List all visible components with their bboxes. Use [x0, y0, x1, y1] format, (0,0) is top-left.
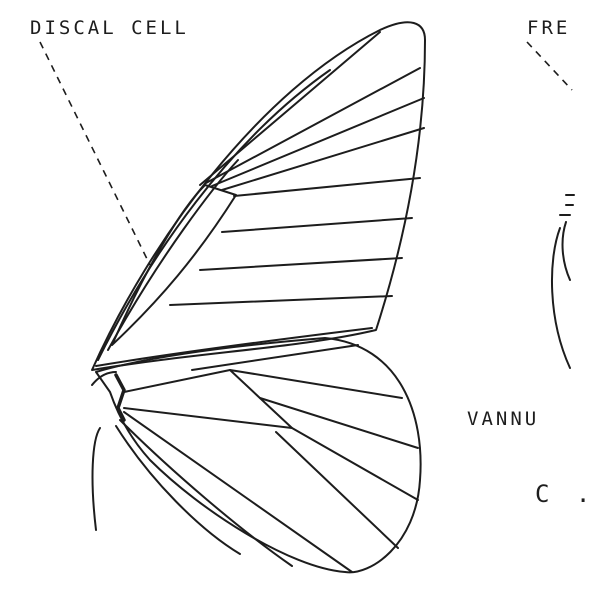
hindwing-vein-6 — [124, 412, 352, 572]
medial-vein-2 — [222, 218, 412, 232]
radial-vein-2 — [206, 68, 420, 183]
inner-margin-fold — [93, 428, 100, 530]
hindwing-vein-8 — [116, 426, 240, 554]
discal-cell-outline — [112, 185, 236, 345]
discal-cell-label: DISCAL CELL — [30, 17, 189, 39]
medial-vein-1 — [234, 178, 420, 196]
discal-cell-leader-line — [40, 42, 150, 265]
cubital-vein-2 — [170, 296, 392, 305]
costal-vein — [98, 70, 330, 360]
frenulum-label-partial: FRE — [527, 17, 570, 39]
radial-vein-1 — [200, 32, 380, 185]
cubital-vein-1 — [200, 258, 402, 270]
forewing-outline — [92, 22, 425, 370]
hindwing-outline — [96, 338, 421, 572]
partial-wing-right — [552, 195, 574, 368]
partial-wing-vein — [563, 222, 570, 280]
vannus-label-partial: VANNU — [467, 408, 539, 430]
frenulum-leader-line — [527, 42, 572, 90]
forewing — [92, 22, 425, 370]
hindwing-cell — [124, 370, 292, 428]
panel-letter-partial: C . — [535, 480, 596, 508]
hindwing-base — [116, 375, 124, 420]
radial-vein-3 — [212, 98, 424, 186]
partial-wing-edge — [552, 228, 570, 368]
hindwing — [92, 338, 421, 572]
